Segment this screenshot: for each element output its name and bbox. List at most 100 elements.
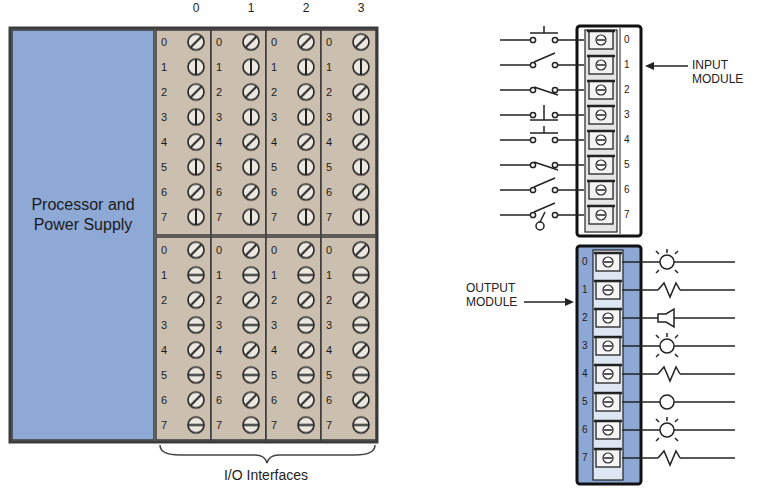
terminal-number: 4: [624, 133, 630, 147]
terminal-number: 2: [161, 293, 167, 307]
bracket: [160, 445, 375, 463]
input-terminals: [587, 31, 615, 224]
terminal-number: 3: [271, 318, 277, 332]
terminal-number: 3: [161, 110, 167, 124]
terminal-number: 4: [216, 135, 222, 149]
terminal-number: 0: [624, 33, 630, 47]
terminal-number: 1: [326, 60, 332, 74]
terminal-number: 6: [161, 393, 167, 407]
terminal-number: 7: [216, 418, 222, 432]
terminal-number: 7: [326, 418, 332, 432]
terminal-number: 6: [624, 183, 630, 197]
output-module: 0 1 2 3 4 5 6 7: [577, 246, 641, 484]
io-module: 01234567: [156, 237, 211, 440]
input-module-housing: [577, 26, 641, 236]
io-module: 01234567: [156, 30, 211, 235]
terminal-number: 6: [326, 185, 332, 199]
terminal-number: 7: [326, 210, 332, 224]
terminal-number: 6: [582, 423, 588, 437]
terminal-number: 4: [216, 343, 222, 357]
column-number: 1: [241, 1, 261, 15]
processor-panel: [12, 30, 154, 440]
terminal-number: 1: [161, 60, 167, 74]
terminal-number: 2: [161, 85, 167, 99]
output-loads: [622, 249, 735, 465]
terminal-number: 6: [271, 185, 277, 199]
terminal-number: 6: [161, 185, 167, 199]
terminal-number: 0: [271, 243, 277, 257]
terminal-number: 4: [161, 343, 167, 357]
terminal-number: 0: [161, 35, 167, 49]
terminal-number: 3: [216, 318, 222, 332]
terminal-number: 2: [271, 293, 277, 307]
divider: [620, 28, 621, 234]
leader-arrow: [524, 298, 574, 306]
terminal-number: 3: [161, 318, 167, 332]
terminal-number: 5: [271, 368, 277, 382]
terminal-number: 2: [582, 311, 588, 325]
terminal-number: 0: [216, 243, 222, 257]
terminal-number: 7: [271, 418, 277, 432]
io-module: 01234567: [321, 237, 376, 440]
terminal-number: 7: [161, 418, 167, 432]
terminal-number: 7: [271, 210, 277, 224]
terminal-number: 3: [624, 108, 630, 122]
io-module-panels: [156, 30, 376, 440]
terminal-number: 5: [216, 368, 222, 382]
terminal-number: 5: [271, 160, 277, 174]
terminal-number: 2: [271, 85, 277, 99]
terminal-number: 4: [161, 135, 167, 149]
terminal-strip: [585, 30, 617, 232]
terminal-number: 1: [271, 268, 277, 282]
terminal-number: 5: [582, 395, 588, 409]
processor-box: Processor and Power Supply: [12, 30, 154, 440]
terminal-number: 0: [582, 255, 588, 269]
input-switches: [500, 26, 584, 230]
output-terminals: [594, 253, 622, 467]
terminal-number: 2: [326, 293, 332, 307]
terminal-number: 0: [271, 35, 277, 49]
box-title: Processor and Power Supply: [27, 195, 139, 235]
group-label: I/O Interfaces: [196, 468, 336, 482]
io-module: 0 1 2 3 4 5 6 7: [266, 30, 321, 235]
terminal-number: 3: [216, 110, 222, 124]
terminal-screws: [156, 30, 376, 230]
terminal-number: 4: [582, 367, 588, 381]
terminal-number: 1: [271, 60, 277, 74]
terminal-number: 4: [326, 135, 332, 149]
terminal-number: 4: [271, 135, 277, 149]
column-number: 2: [296, 1, 316, 15]
terminal-number: 3: [271, 110, 277, 124]
terminal-number: 1: [582, 283, 588, 297]
terminal-number: 7: [216, 210, 222, 224]
terminal-number: 6: [216, 185, 222, 199]
terminal-number: 6: [271, 393, 277, 407]
terminal-number: 5: [326, 160, 332, 174]
terminal-number: 5: [624, 158, 630, 172]
terminal-number: 5: [161, 368, 167, 382]
terminal-number: 1: [624, 58, 630, 72]
terminal-number: 1: [326, 268, 332, 282]
terminal-number: 6: [326, 393, 332, 407]
terminal-number: 7: [582, 451, 588, 465]
terminal-number: 3: [326, 110, 332, 124]
terminal-number: 4: [271, 343, 277, 357]
terminal-number: 6: [216, 393, 222, 407]
terminal-number: 5: [326, 368, 332, 382]
terminal-number: 0: [326, 35, 332, 49]
terminal-number: 0: [161, 243, 167, 257]
output-module-housing: [577, 246, 641, 484]
io-module: 0 1 2 3 4 5 6 7: [266, 237, 321, 440]
column-number: 3: [351, 1, 371, 15]
callout-label: INPUT MODULE: [692, 58, 754, 86]
leader-arrow: [645, 62, 688, 70]
io-module: 01234567: [321, 30, 376, 235]
input-module: 01234567: [577, 26, 641, 236]
terminal-number: 3: [582, 339, 588, 353]
terminal-number: 1: [216, 268, 222, 282]
terminal-screws: [156, 238, 376, 438]
terminal-number: 1: [216, 60, 222, 74]
rack-frame: [10, 28, 377, 442]
callout-label: OUTPUT MODULE: [466, 281, 528, 309]
